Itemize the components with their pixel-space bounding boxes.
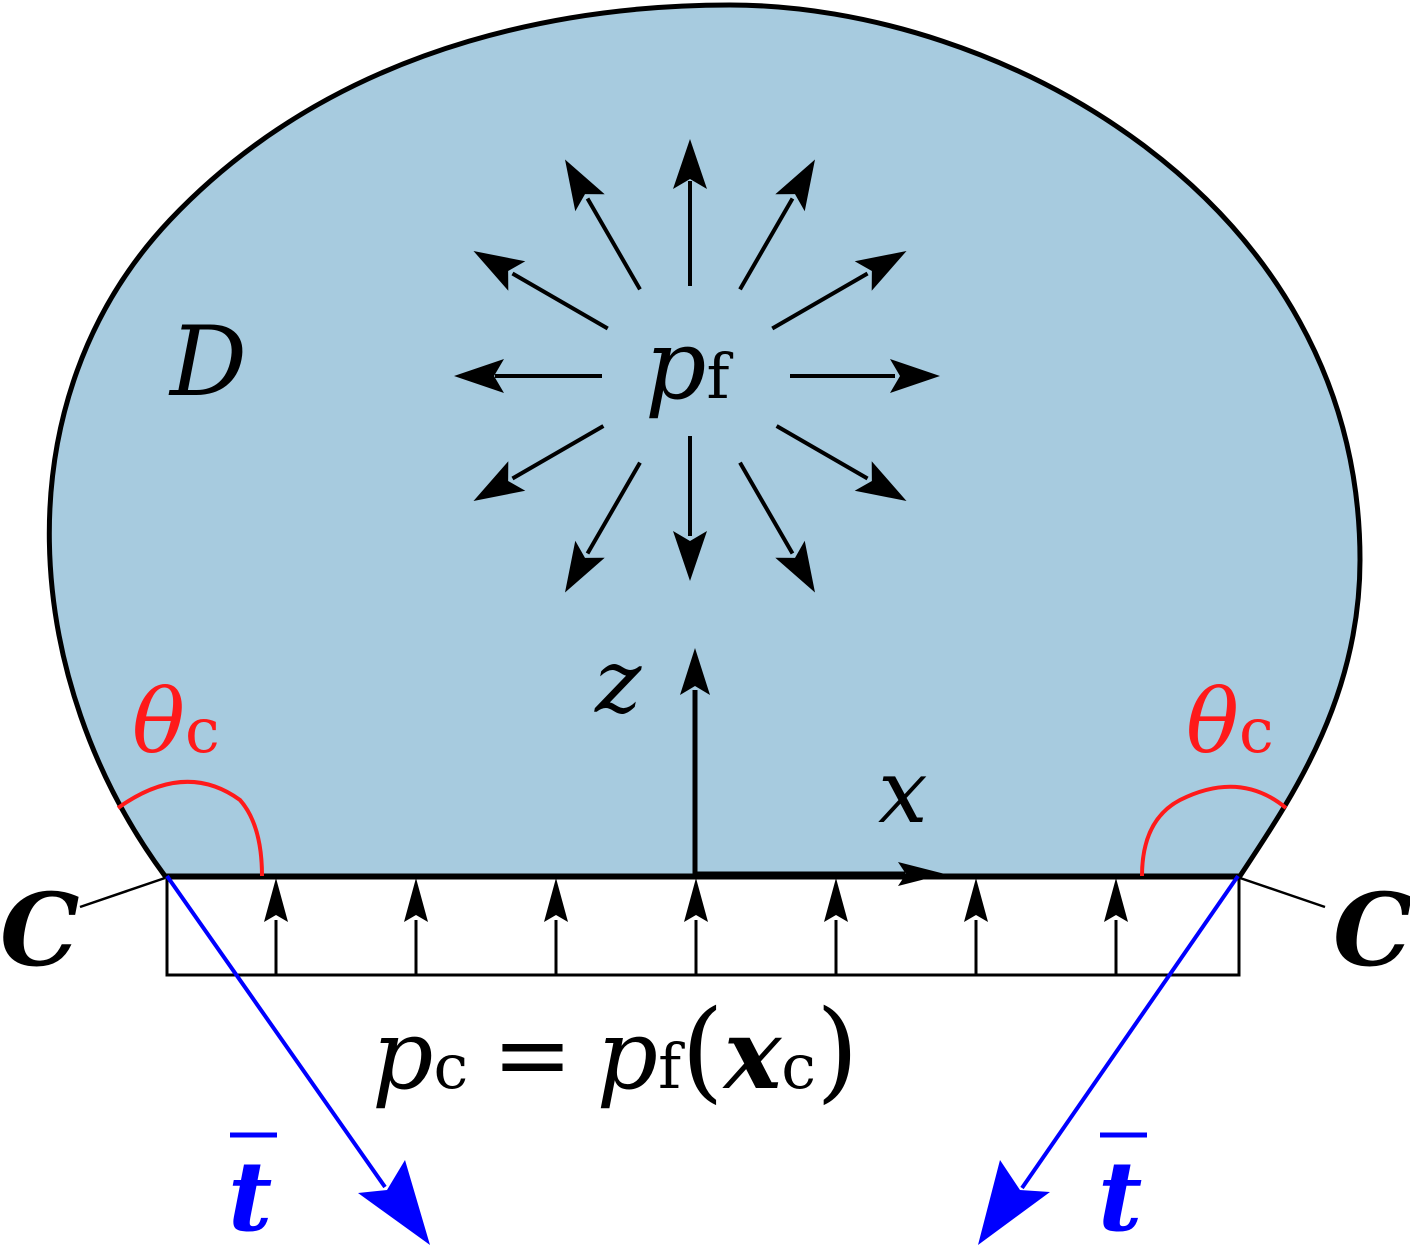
axes xyxy=(680,648,945,886)
radial-arrow xyxy=(565,461,642,593)
contact-angle-label-left: θc xyxy=(132,670,220,773)
pressure-arrow xyxy=(404,878,428,975)
radial-arrow xyxy=(775,424,907,501)
pressure-arrow xyxy=(544,878,568,975)
radial-arrow xyxy=(673,139,707,286)
domain-label: D xyxy=(168,306,247,418)
pressure-arrow xyxy=(964,878,988,975)
radial-arrow xyxy=(454,359,602,393)
contact-angle-arc-left xyxy=(116,779,264,877)
contact-angle-label-right: θc xyxy=(1186,670,1274,773)
contact-line-label-right: C xyxy=(1333,871,1410,989)
droplet-region xyxy=(46,2,1363,879)
traction-vector-left xyxy=(165,874,430,1245)
traction-label-left: t xyxy=(228,1132,277,1245)
radial-arrow xyxy=(738,159,815,291)
contact-pressure-box xyxy=(165,876,1241,977)
radial-arrow xyxy=(771,251,907,331)
contact-line-leader-right xyxy=(1239,876,1326,909)
svg-text:t: t xyxy=(228,1140,272,1245)
radial-arrow xyxy=(673,436,707,581)
pressure-arrow xyxy=(684,878,708,975)
contact-pressure-equation: pc = pf(xc) xyxy=(372,986,859,1114)
pressure-arrow xyxy=(1104,878,1128,975)
radial-arrow xyxy=(565,159,642,291)
pressure-arrow xyxy=(824,878,848,975)
radial-arrow xyxy=(738,461,815,593)
contact-line-leader-left xyxy=(79,876,166,909)
x-axis-label: x xyxy=(878,740,928,843)
contact-pressure-arrows xyxy=(264,878,1128,975)
traction-label-right: t xyxy=(1098,1132,1147,1245)
svg-text:t: t xyxy=(1098,1140,1142,1245)
traction-vector-right xyxy=(978,874,1240,1245)
z-axis-arrowhead xyxy=(680,648,710,695)
fluid-pressure-arrows xyxy=(454,139,940,593)
radial-arrow xyxy=(473,424,605,501)
radial-arrow xyxy=(790,359,940,393)
z-axis-label: z xyxy=(594,630,642,733)
radial-arrow xyxy=(473,251,609,331)
contact-angle-arc-right xyxy=(1140,784,1288,877)
pressure-arrow xyxy=(264,878,288,975)
x-axis-arrowhead xyxy=(898,862,945,886)
contact-line-label-left: C xyxy=(0,871,80,989)
fluid-pressure-label: pf xyxy=(645,309,733,421)
